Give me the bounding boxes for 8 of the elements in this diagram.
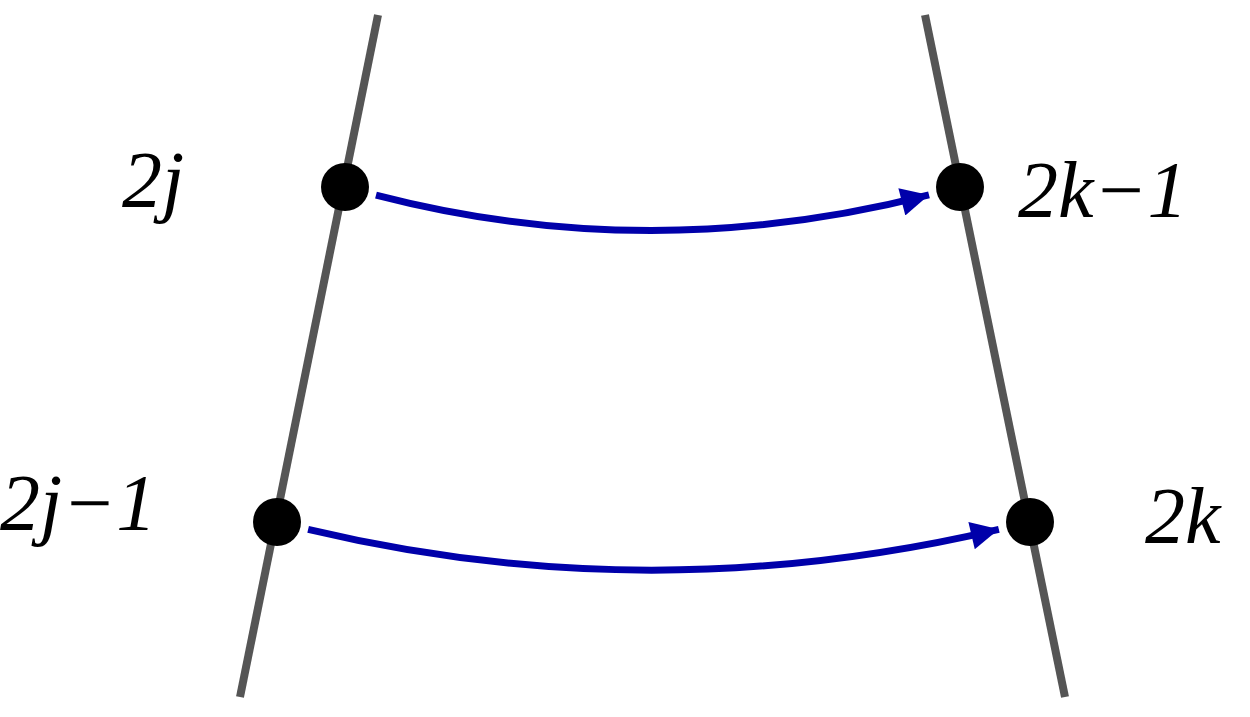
point-dot bbox=[936, 163, 984, 211]
point-dot bbox=[321, 163, 369, 211]
point-dot bbox=[1006, 498, 1054, 546]
index-label: 2k−1 bbox=[1018, 150, 1188, 230]
arrow bbox=[375, 187, 930, 234]
arrow bbox=[307, 521, 1000, 574]
point-dot bbox=[253, 498, 301, 546]
index-label: 2k bbox=[1145, 476, 1221, 556]
